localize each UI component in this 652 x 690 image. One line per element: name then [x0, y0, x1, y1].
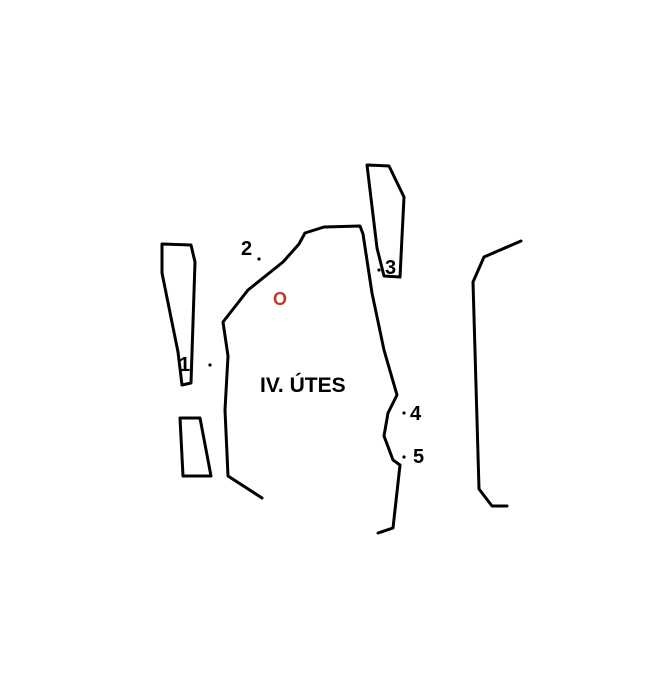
- route-number-2: 2: [241, 238, 252, 260]
- main-wall-outline: [221, 224, 402, 535]
- route-number-5: 5: [413, 446, 424, 468]
- wall-title: IV. ÚTES: [260, 373, 346, 397]
- route-number-1: 1: [179, 354, 190, 376]
- route-1-dot: [208, 363, 212, 367]
- marker-label: O: [273, 289, 287, 309]
- left-pillar-outline: [160, 242, 197, 387]
- route-number-4: 4: [410, 403, 422, 425]
- route-2-dot: [257, 257, 261, 261]
- left-small-block-outline: [178, 416, 213, 478]
- route-number-3: 3: [385, 257, 396, 279]
- route-4-dot: [402, 411, 406, 415]
- far-right-wall-outline: [471, 239, 523, 508]
- route-3-dot: [377, 268, 381, 272]
- right-pillar-outline: [365, 163, 406, 279]
- route-5-dot: [402, 455, 406, 459]
